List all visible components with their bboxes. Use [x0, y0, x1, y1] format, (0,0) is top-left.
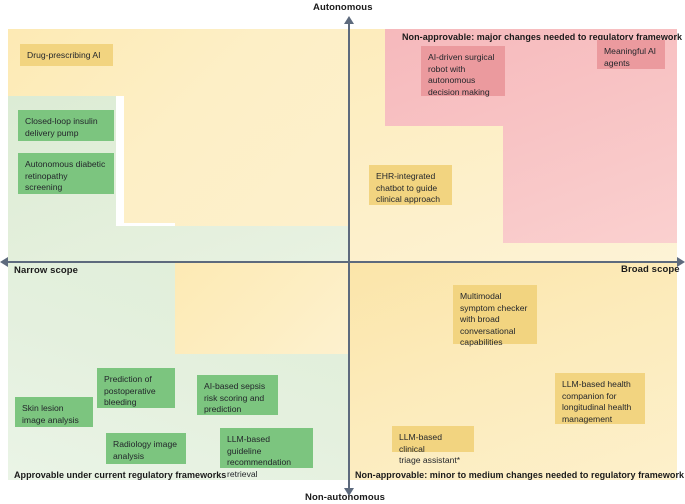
horizontal-axis: [6, 261, 680, 263]
card-skin-lesion-image-analysis[interactable]: Skin lesion image analysis: [15, 397, 93, 427]
card-meaningful-ai-agents[interactable]: Meaningful AI agents: [597, 40, 665, 69]
card-drug-prescribing-ai[interactable]: Drug-prescribing AI: [20, 44, 113, 66]
axis-label-non-autonomous: Non-autonomous: [305, 492, 386, 503]
card-ai-driven-surgical-robot[interactable]: AI-driven surgical robot with autonomous…: [421, 46, 505, 97]
card-ehr-integrated-chatbot[interactable]: EHR-integrated chatbot to guide clinical…: [369, 165, 452, 205]
axis-label-autonomous: Autonomous: [313, 2, 373, 13]
axis-arrow-down-icon: [344, 488, 354, 496]
card-radiology-image-analysis[interactable]: Radiology image analysis: [106, 433, 186, 464]
caption-approvable: Approvable under current regulatory fram…: [14, 470, 227, 480]
axis-label-narrow-scope: Narrow scope: [14, 265, 79, 276]
card-multimodal-symptom-checker[interactable]: Multimodal symptom checker with broad co…: [453, 285, 537, 347]
card-llm-health-companion[interactable]: LLM-based health companion for longitudi…: [555, 373, 645, 424]
card-ai-based-sepsis-risk-scoring[interactable]: AI-based sepsis risk scoring and predict…: [197, 375, 278, 415]
card-llm-guideline-recommendation-retrieval[interactable]: LLM-based guideline recommendation retri…: [220, 428, 313, 479]
vertical-axis: [348, 22, 350, 492]
caption-minor-medium-changes: Non-approvable: minor to medium changes …: [355, 470, 685, 480]
caption-major-changes: Non-approvable: major changes needed to …: [402, 32, 683, 42]
axis-label-broad-scope: Broad scope: [621, 264, 680, 275]
card-autonomous-diabetic-retinopathy-screening[interactable]: Autonomous diabetic retinopathy screenin…: [18, 153, 114, 194]
card-prediction-postoperative-bleeding[interactable]: Prediction of postoperative bleeding: [97, 368, 175, 408]
axis-arrow-left-icon: [0, 257, 8, 267]
axis-arrow-up-icon: [344, 16, 354, 24]
axis-arrow-right-icon: [677, 257, 685, 267]
card-closed-loop-insulin-pump[interactable]: Closed-loop insulin delivery pump: [18, 110, 114, 141]
zone-bottom-left-minor-medium: [175, 262, 349, 354]
card-llm-clinical-triage-assistant[interactable]: LLM-based clinical triage assistant*: [392, 426, 474, 465]
